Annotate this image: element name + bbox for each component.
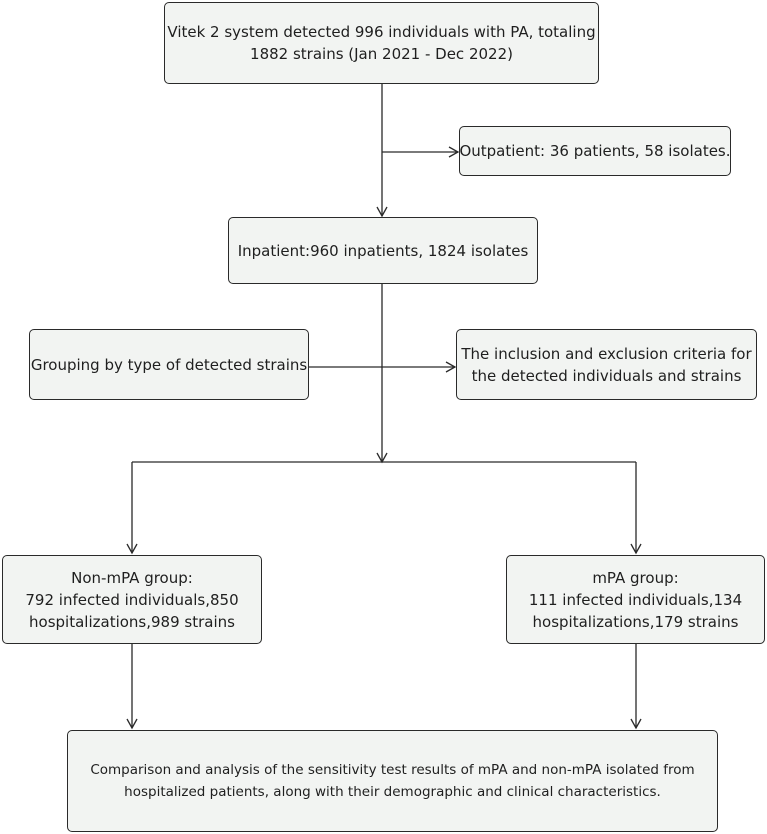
grouping-line-1: Grouping by type of detected strains <box>30 355 308 374</box>
grouping-box: Grouping by type of detected strains <box>29 329 309 400</box>
non-mpa-line-1: Non-mPA group: <box>71 568 193 587</box>
non-mpa-box: Non-mPA group: 792 infected individuals,… <box>2 555 262 644</box>
source-box: Vitek 2 system detected 996 individuals … <box>164 2 599 84</box>
criteria-box: The inclusion and exclusion criteria for… <box>456 329 757 400</box>
comparison-line-2: hospitalized patients, along with their … <box>124 784 661 800</box>
mpa-line-1: mPA group: <box>592 568 679 587</box>
non-mpa-line-2: 792 infected individuals,850 <box>25 590 239 609</box>
non-mpa-line-3: hospitalizations,989 strains <box>29 612 235 631</box>
criteria-line-2: the detected individuals and strains <box>471 366 742 385</box>
inpatient-line-1: Inpatient:960 inpatients, 1824 isolates <box>237 241 529 260</box>
source-line-2: 1882 strains (Jan 2021 - Dec 2022) <box>250 45 513 63</box>
source-line-1: Vitek 2 system detected 996 individuals … <box>167 23 596 41</box>
mpa-line-3: hospitalizations,179 strains <box>532 612 739 631</box>
comparison-line-1: Comparison and analysis of the sensitivi… <box>90 762 695 778</box>
mpa-line-2: 111 infected individuals,134 <box>528 590 743 609</box>
criteria-line-1: The inclusion and exclusion criteria for <box>461 344 752 363</box>
inpatient-box: Inpatient:960 inpatients, 1824 isolates <box>228 217 538 284</box>
outpatient-line-1: Outpatient: 36 patients, 58 isolates. <box>459 142 731 160</box>
comparison-box: Comparison and analysis of the sensitivi… <box>67 730 718 832</box>
mpa-box: mPA group: 111 infected individuals,134 … <box>506 555 765 644</box>
outpatient-box: Outpatient: 36 patients, 58 isolates. <box>459 126 731 176</box>
